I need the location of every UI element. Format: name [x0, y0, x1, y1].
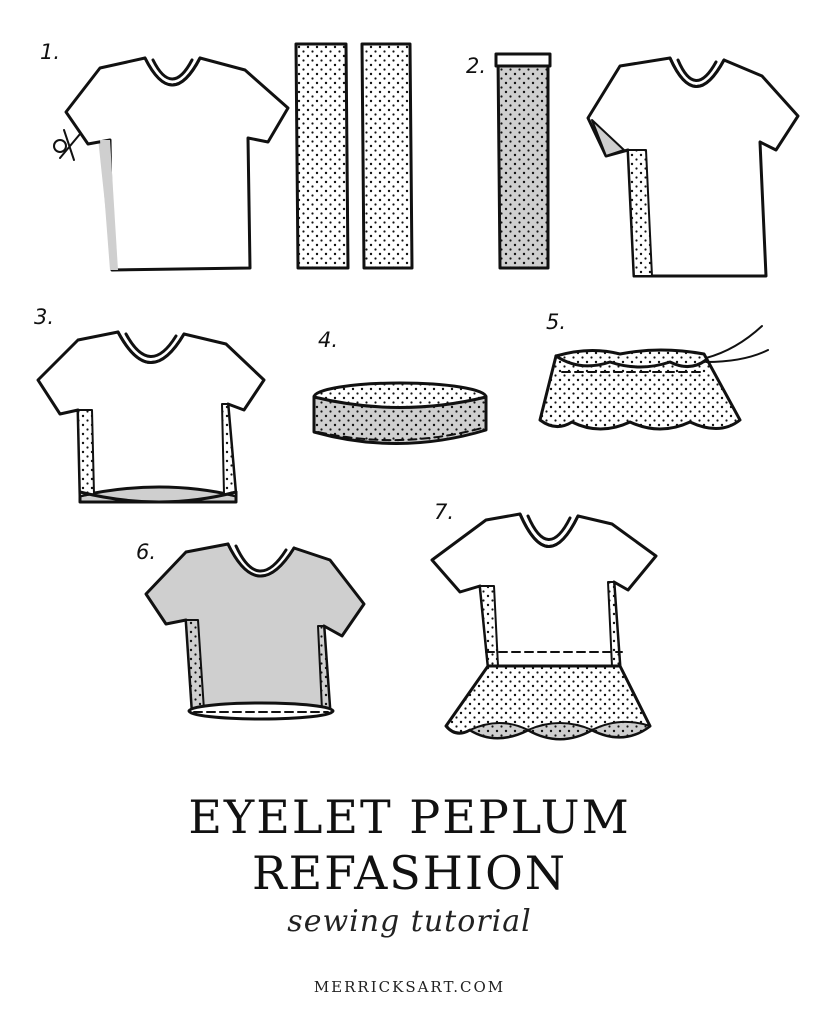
step5-gathered-peplum	[538, 325, 769, 431]
step1-fabric-strips	[294, 42, 414, 270]
step2-tshirt	[586, 56, 800, 278]
step3-cropped-tshirt	[36, 330, 266, 504]
step4-waistband-loop	[312, 381, 488, 445]
step-label-5: 5.	[546, 310, 567, 334]
step-label-4: 4.	[318, 328, 339, 352]
website-link[interactable]: MERRICKSART.COM	[313, 978, 506, 996]
subtitle: sewing tutorial	[287, 904, 532, 939]
step2-folded-strip	[494, 52, 552, 270]
title-line-2: REFASHION	[251, 846, 568, 900]
step-label-7: 7.	[434, 500, 455, 524]
title-line-1: EYELET PEPLUM	[188, 790, 631, 844]
step6-inside-out-tshirt	[144, 542, 366, 721]
step-label-1: 1.	[40, 40, 61, 64]
step-label-3: 3.	[34, 305, 55, 329]
step7-finished-peplum-top	[430, 512, 658, 741]
step-label-2: 2.	[466, 54, 487, 78]
step1-tshirt	[53, 56, 290, 272]
step-label-6: 6.	[136, 540, 157, 564]
